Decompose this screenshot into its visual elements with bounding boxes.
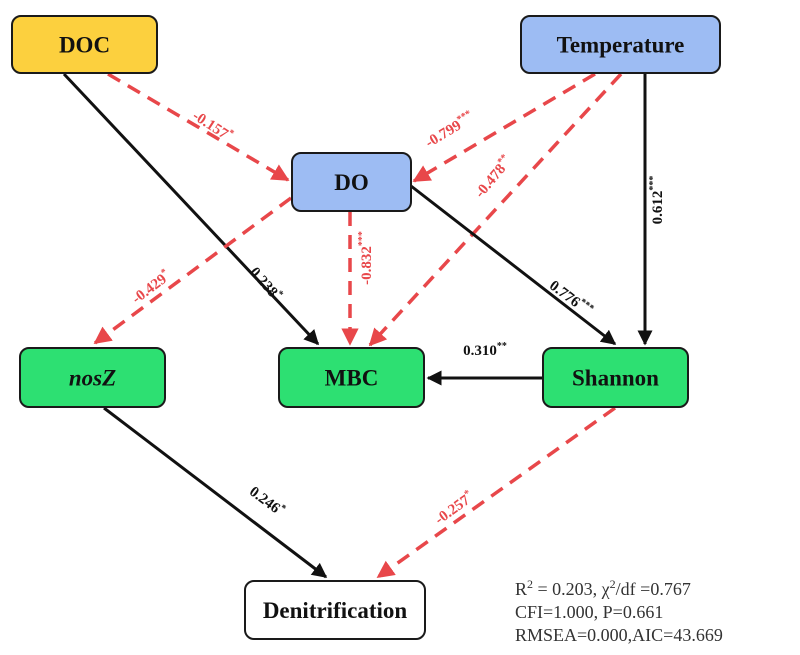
path-arrow-temperature-to-do [412,72,596,183]
node-label: Shannon [572,366,659,391]
node-nosz: nosZ [19,347,166,408]
r2-value: = 0.203, [533,579,602,599]
node-denitrification: Denitrification [244,580,426,640]
path-arrow-do-to-shannon [410,184,617,346]
significance-stars: ** [497,341,507,352]
coefficient-label-shannon-to-mbc: 0.310** [463,341,507,359]
node-label: DO [334,170,369,195]
node-box [19,347,166,408]
significance-stars: * [226,127,236,139]
node-box [542,347,689,408]
coefficient-label-temperature-to-shannon: 0.612*** [648,176,666,225]
coefficient-value: 0.612 [650,191,666,225]
significance-stars: * [462,488,473,500]
significance-stars: *** [648,176,659,191]
chi-df-value: /df =0.767 [615,579,691,599]
fit-line-rmsea-aic: RMSEA=0.000,AIC=43.669 [515,625,723,645]
node-box [11,15,158,74]
path-arrow-shannon-to-denitrification [376,406,617,579]
node-label: DOC [59,33,110,58]
node-box [278,347,425,408]
path-arrow-temperature-to-mbc [368,72,623,347]
coefficient-label-doc-to-mbc: 0.238* [246,263,285,304]
r2-superscript: 2 [527,577,534,591]
node-label: nosZ [69,366,116,391]
chi-symbol: χ [601,579,610,599]
coefficient-value: -0.157 [189,108,231,143]
coefficient-value: -0.832 [359,246,375,285]
significance-stars: * [274,289,286,300]
coefficient-label-nosz-to-denitrification: 0.246* [246,482,288,520]
path-edges [62,72,653,579]
node-doc: DOC [11,15,158,74]
chi-superscript: 2 [609,577,616,591]
significance-stars: * [277,502,288,514]
node-label: MBC [325,366,379,391]
coefficient-value: 0.310 [463,343,497,359]
node-do: DO [291,152,412,212]
significance-stars: *** [357,231,368,246]
node-label: Denitrification [263,598,408,623]
path-arrow-doc-to-do [107,72,290,182]
significance-stars: * [159,267,170,279]
fit-line-r2-chisq: R2 = 0.203, χ2/df =0.767 [515,573,723,601]
coefficient-label-do-to-mbc: -0.832*** [357,231,375,285]
node-box [520,15,721,74]
coefficient-label-temperature-to-do: -0.799*** [422,108,477,151]
node-shannon: Shannon [542,347,689,408]
node-label: Temperature [557,33,685,58]
node-mbc: MBC [278,347,425,408]
path-arrow-nosz-to-denitrification [103,406,328,579]
path-arrow-doc-to-mbc [62,72,320,346]
path-arrow-do-to-nosz [93,196,293,345]
r2-label: R [515,579,528,599]
fit-line-cfi-p: CFI=1.000, P=0.661 [515,602,664,622]
node-temperature: Temperature [520,15,721,74]
coefficient-value: 0.246 [246,484,283,517]
model-fit-statistics: R2 = 0.203, χ2/df =0.767 CFI=1.000, P=0.… [515,573,723,647]
node-box [291,152,412,212]
coefficient-label-doc-to-do: -0.157* [189,106,235,145]
node-box [244,580,426,640]
